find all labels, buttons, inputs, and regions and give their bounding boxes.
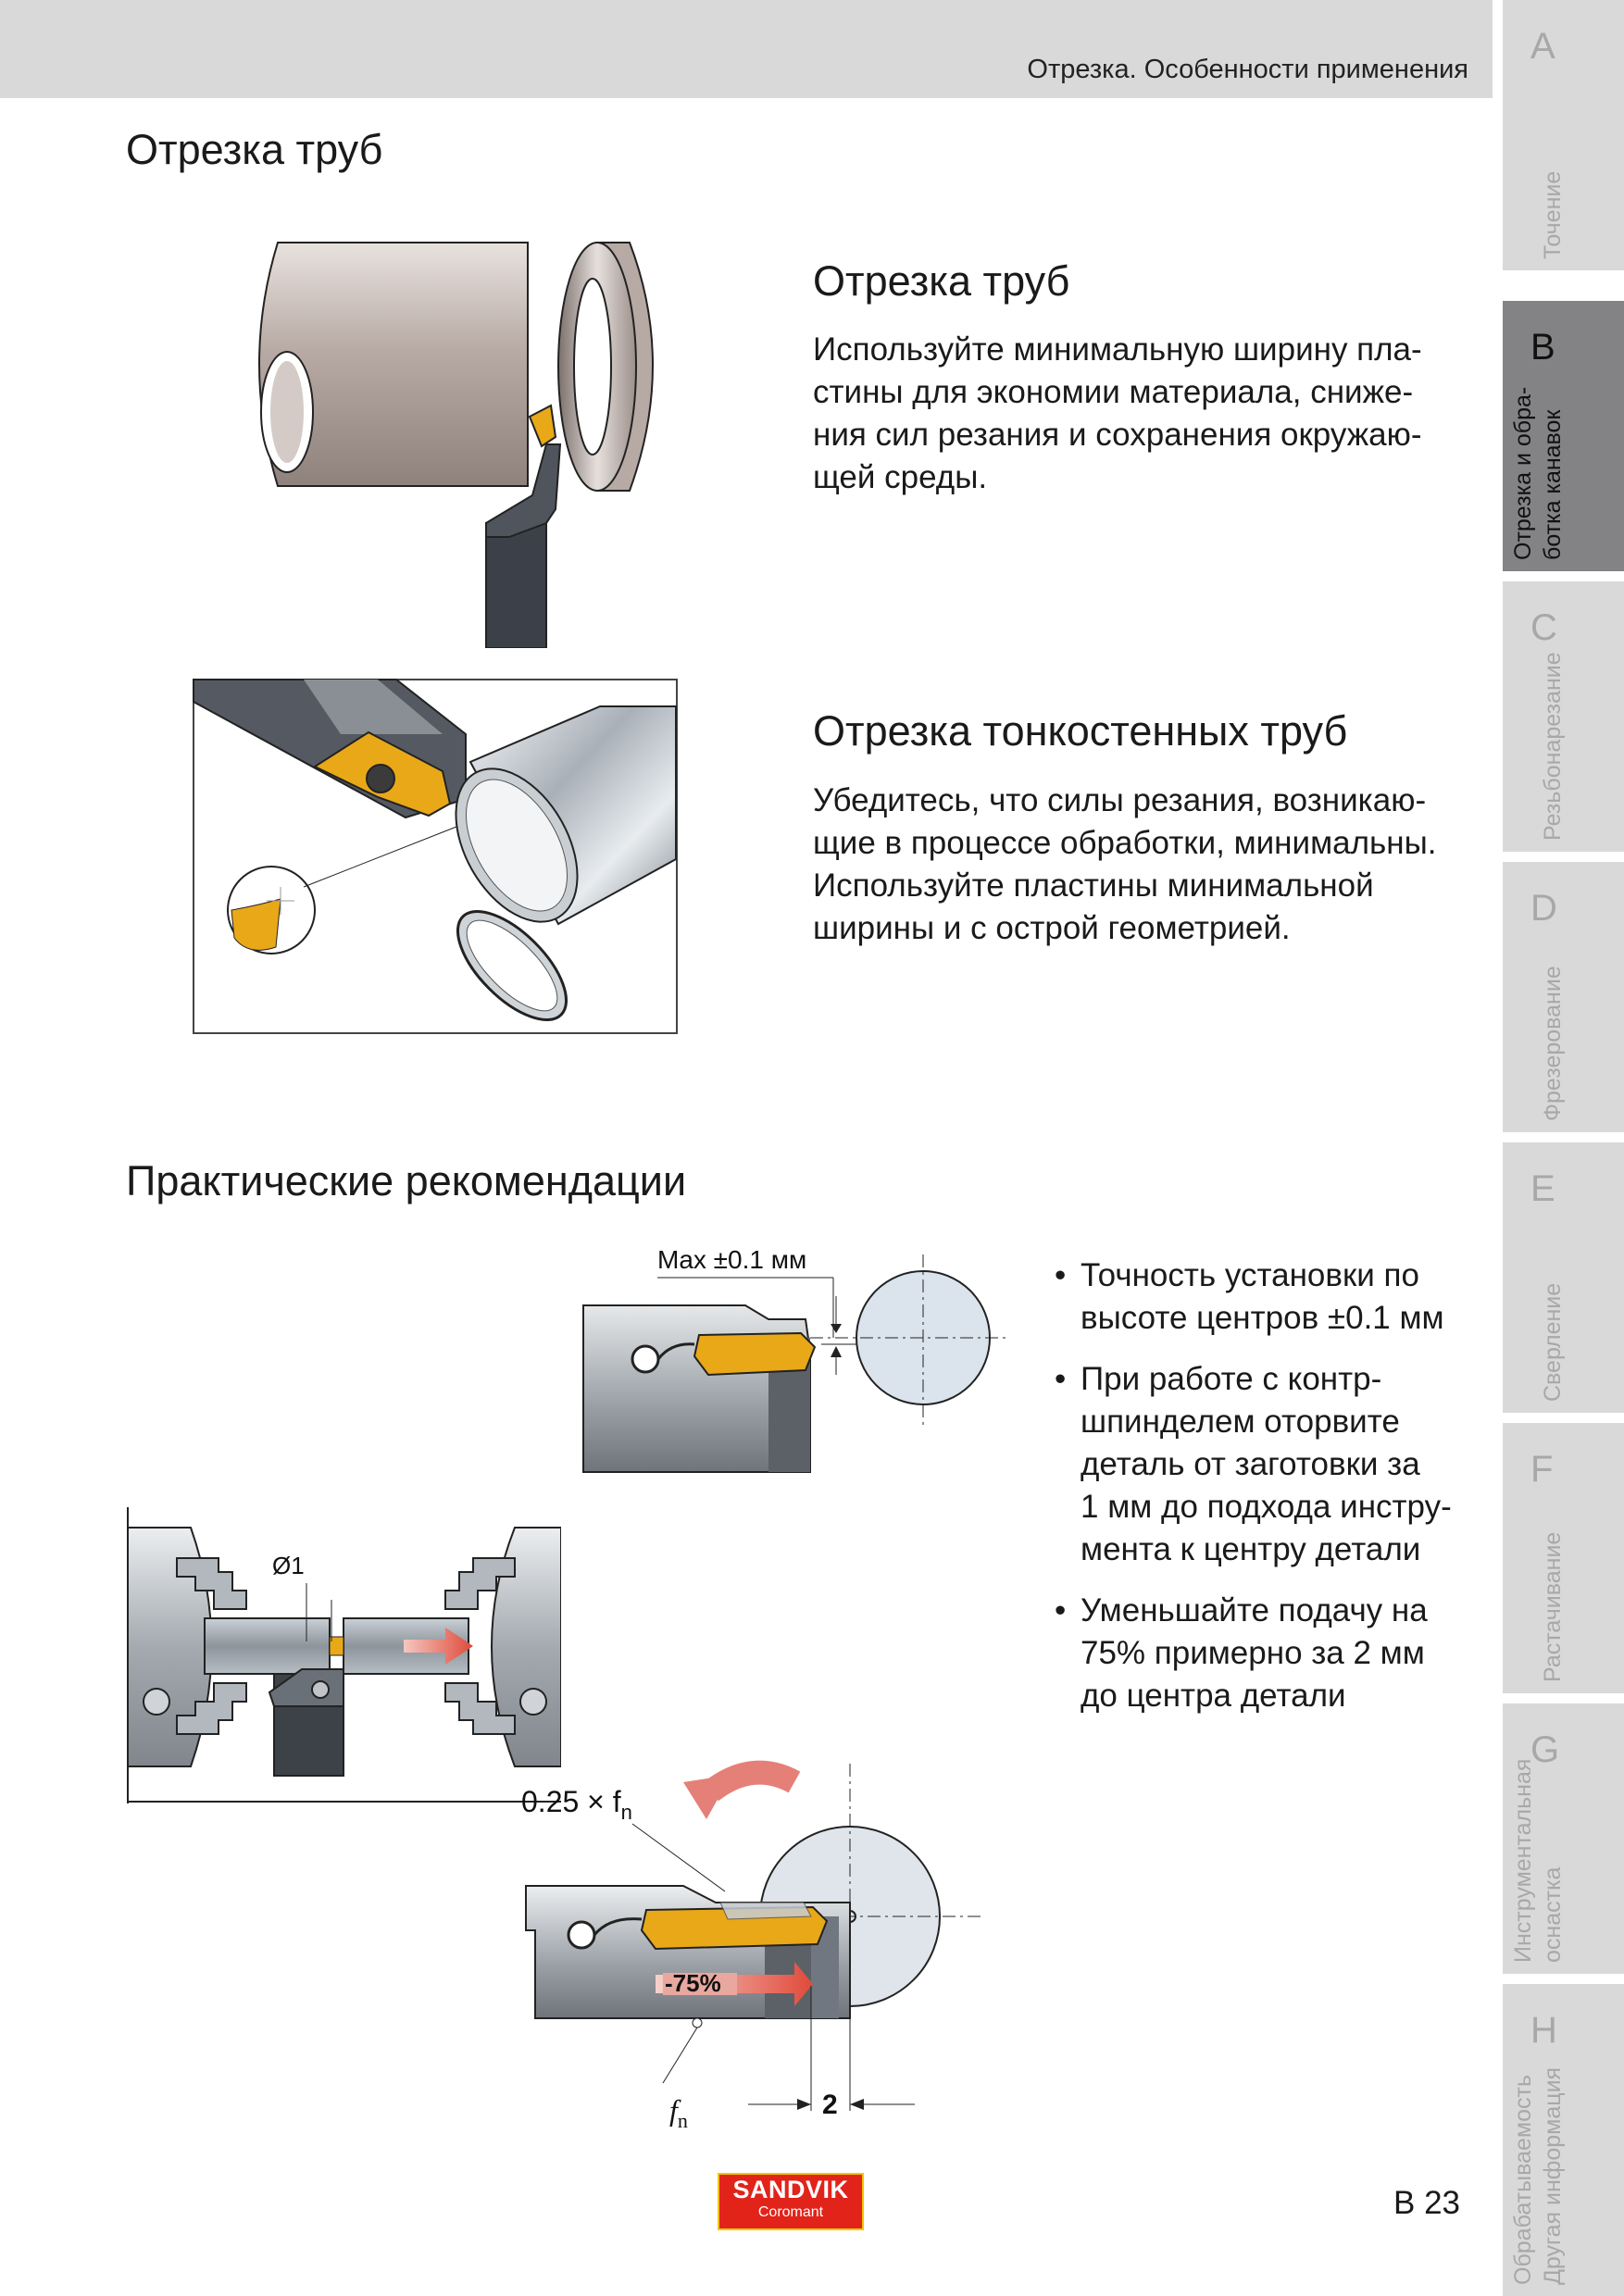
sandvik-logo: SANDVIK Coromant (718, 2173, 864, 2230)
feed-reduction-figure: 0.25 × fn -75% fn 2 (521, 1760, 984, 2132)
recommendations-list: Точность установки по высоте центров ±0.… (1051, 1254, 1477, 1736)
tab-f[interactable]: F Растачивание (1503, 1423, 1624, 1693)
reduced-feed-subscript: n (621, 1801, 632, 1824)
tab-b[interactable]: B Отрезка и обра- ботка канавок (1503, 301, 1624, 571)
logo-main-text: SANDVIK (732, 2176, 849, 2203)
minus-75-label: -75% (665, 1969, 721, 1997)
svg-text:0.25 × fn: 0.25 × fn (521, 1785, 632, 1824)
distance-label: 2 (822, 2090, 838, 2120)
tolerance-label: Max ±0.1 мм (657, 1245, 806, 1274)
tab-letter: C (1530, 607, 1557, 648)
thin-wall-tube-figure (193, 679, 678, 1034)
page-number: B 23 (1393, 2185, 1460, 2221)
tab-letter: D (1530, 888, 1557, 929)
center-height-figure: Max ±0.1 мм (582, 1245, 1009, 1473)
tab-g[interactable]: G Инструментальная оснастка (1503, 1703, 1624, 1974)
header-bar: Отрезка. Особенности применения (0, 0, 1493, 98)
tab-label: Растачивание (1540, 1531, 1566, 1682)
tab-label: Обрабатываемость Другая информация (1510, 2066, 1566, 2285)
list-item: Уменьшайте подачу на 75% примерно за 2 м… (1051, 1590, 1477, 1717)
tab-h[interactable]: H Обрабатываемость Другая информация (1503, 1984, 1624, 2296)
logo-sub-text: Coromant (757, 2204, 824, 2220)
tab-label: Сверление (1540, 1282, 1566, 1402)
tab-letter: B (1530, 327, 1555, 368)
tab-label: Отрезка и обра- ботка канавок (1510, 386, 1566, 560)
list-item: При работе с контр- шпинделем оторвите д… (1051, 1358, 1477, 1571)
tab-label: Инструментальная оснастка (1510, 1758, 1566, 1963)
list-item: Точность установки по высоте центров ±0.… (1051, 1254, 1477, 1340)
practical-title: Практические рекомендации (126, 1157, 687, 1204)
tab-label: Фрезерование (1540, 966, 1566, 1121)
svg-text:fn: fn (669, 2093, 688, 2132)
tab-d[interactable]: D Фрезерование (1503, 862, 1624, 1132)
tab-letter: G (1530, 1729, 1560, 1770)
section-title-thin-wall: Отрезка тонкостенных труб (813, 707, 1348, 755)
tab-c[interactable]: C Резьбонарезание (1503, 581, 1624, 852)
section-text-tube-parting: Используйте минимальную ширину пла- стин… (813, 331, 1422, 495)
reduced-feed-label: 0.25 × f (521, 1785, 621, 1818)
tab-letter: F (1530, 1449, 1554, 1490)
tube-parting-figure (258, 242, 654, 648)
tab-letter: A (1530, 26, 1555, 67)
diameter-label: Ø1 (272, 1552, 305, 1579)
sidebar: A Точение B Отрезка и обра- ботка канаво… (1503, 0, 1624, 2296)
section-title-tube-parting: Отрезка труб (813, 257, 1070, 305)
tab-label: Резьбонарезание (1540, 652, 1566, 841)
feed-subscript: n (678, 2109, 688, 2132)
tab-letter: E (1530, 1168, 1555, 1209)
section-text-thin-wall: Убедитесь, что силы резания, возникаю- щ… (813, 782, 1437, 946)
header-title: Отрезка. Особенности применения (1027, 55, 1468, 84)
tab-a[interactable]: A Точение (1503, 0, 1624, 270)
sub-spindle-figure: Ø1 (127, 1507, 561, 1803)
tab-label: Точение (1540, 170, 1566, 259)
tab-letter: H (1530, 2010, 1557, 2051)
tab-e[interactable]: E Сверление (1503, 1142, 1624, 1413)
page-title: Отрезка труб (126, 126, 383, 173)
